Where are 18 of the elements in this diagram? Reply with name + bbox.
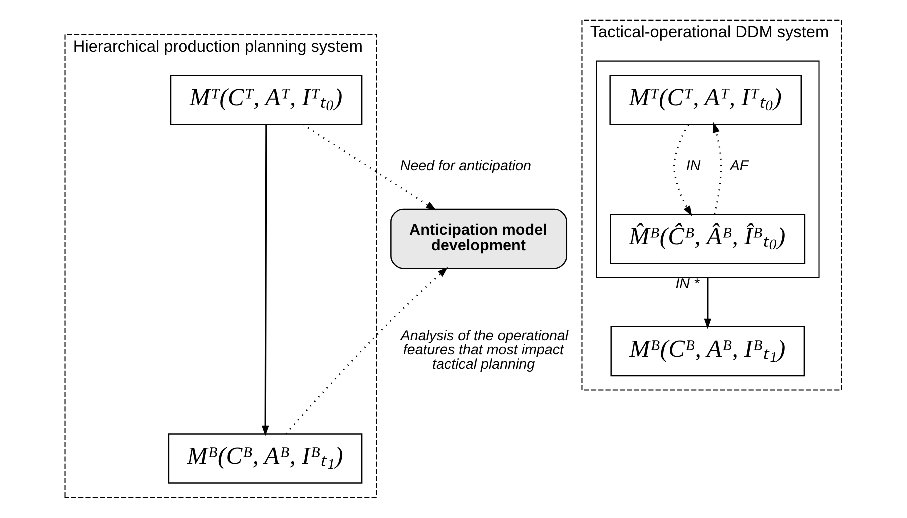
edge-label: IN * (676, 276, 700, 293)
node-box: Anticipation model development (390, 208, 568, 270)
edge-label: Analysis of the operational features that most impact tactical planning (400, 328, 569, 374)
edge-label: Need for anticipation (400, 158, 532, 174)
node-box: M̂ᴮ(Ĉᴮ, Âᴮ, Îᴮₜ₀) (610, 214, 806, 264)
arrow (286, 267, 448, 434)
arrow (262, 124, 270, 436)
node-box: Mᴮ(Cᴮ, Aᴮ, Iᴮₜ₁) (168, 434, 363, 484)
cluster (596, 60, 820, 278)
node-box: Mᵀ(Cᵀ, Aᵀ, Iᵀₜ₀) (610, 75, 802, 126)
edge-label: IN (686, 158, 701, 174)
arrow (712, 122, 722, 215)
arrow (674, 124, 692, 217)
node-box: Mᵀ(Cᵀ, Aᵀ, Iᵀₜ₀) (170, 75, 363, 126)
arrow (704, 278, 712, 330)
node-box: Mᴮ(Cᴮ, Aᴮ, Iᴮₜ₁) (610, 326, 806, 377)
edge-label: AF (730, 158, 749, 174)
arrow (302, 124, 437, 211)
